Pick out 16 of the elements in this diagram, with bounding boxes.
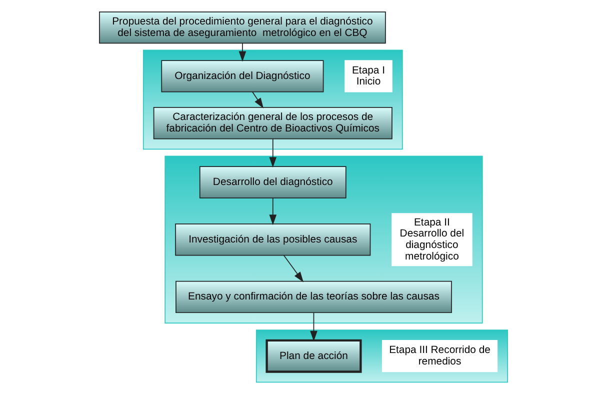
arrow xyxy=(283,254,304,282)
node-box: Etapa III Recorrido de remedios xyxy=(382,340,498,372)
node-box: Etapa II Desarrollo del diagnóstico metrológico xyxy=(392,213,472,266)
arrow xyxy=(269,198,277,226)
arrow xyxy=(252,91,264,108)
arrow xyxy=(310,312,318,342)
arrow xyxy=(238,42,246,62)
node-box: Investigación de las posibles causas xyxy=(175,224,371,256)
arrow xyxy=(269,138,277,168)
node-box: Plan de acción xyxy=(266,339,362,373)
node-box: Caracterización general de los procesos de fabricación del Centro de Bioactivos Químicos xyxy=(153,107,392,140)
node-box: Propuesta del procedimiento general para el diagnóstico del sistema de aseguramiento metrológico en el CBQ xyxy=(99,11,386,44)
node-box: Etapa I Inicio xyxy=(344,60,392,92)
node-box: Desarrollo del diagnóstico xyxy=(199,166,346,198)
node-box: Organización del Diagnóstico xyxy=(161,60,324,92)
node-box: Ensayo y confirmación de las teorías sobre las causas xyxy=(176,280,452,314)
